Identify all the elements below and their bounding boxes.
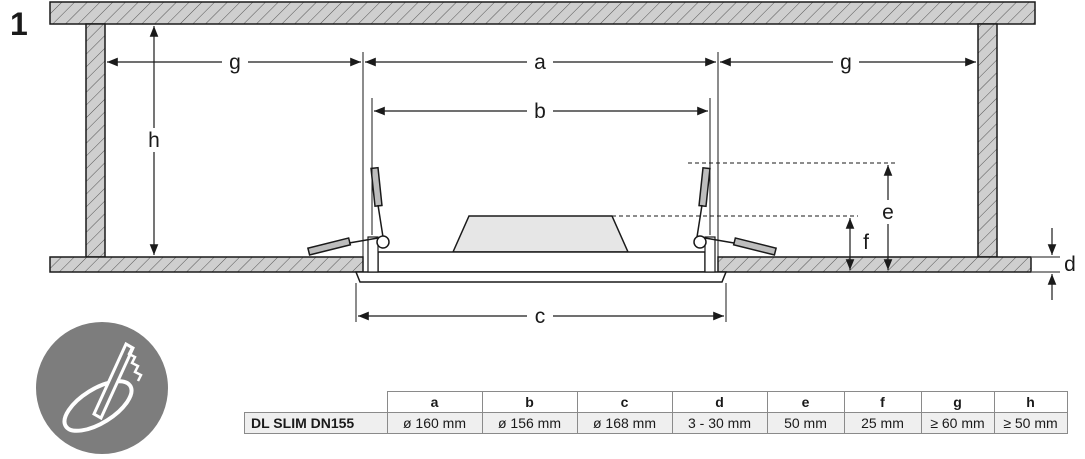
spec-header-f: f	[843, 391, 922, 413]
left-bracket	[367, 236, 379, 273]
ceiling-cutout-saw-icon	[36, 322, 168, 454]
spec-value-c: ø 168 mm	[576, 412, 673, 434]
spec-value-d: 3 - 30 mm	[671, 412, 768, 434]
dim-label-g-left: g	[229, 51, 241, 74]
spec-value-f: 25 mm	[843, 412, 922, 434]
dim-label-h: h	[148, 129, 160, 152]
spec-value-h: ≥ 50 mm	[993, 412, 1068, 434]
spec-header-b: b	[481, 391, 578, 413]
spec-header-a: a	[386, 391, 483, 413]
ceiling-board-right	[717, 256, 1032, 273]
driver-housing	[451, 215, 630, 253]
spec-value-b: ø 156 mm	[481, 412, 578, 434]
table-row: DL SLIM DN155 ø 160 mm ø 156 mm ø 168 mm…	[244, 412, 1068, 434]
dim-label-e: e	[882, 201, 894, 224]
left-wall	[85, 23, 106, 258]
dim-label-c: c	[535, 305, 546, 328]
figure-number: 1	[10, 6, 28, 42]
luminaire-body	[377, 251, 706, 273]
spec-header-h: h	[993, 391, 1068, 413]
spec-header-d: d	[671, 391, 768, 413]
spec-value-a: ø 160 mm	[386, 412, 483, 434]
right-wall	[977, 23, 998, 258]
spec-value-e: 50 mm	[766, 412, 845, 434]
left-spring-clip	[306, 166, 390, 256]
right-spring-clip	[693, 166, 778, 256]
spec-header-c: c	[576, 391, 673, 413]
dim-label-f: f	[863, 231, 869, 254]
spec-header-g: g	[920, 391, 995, 413]
installation-diagram: g a g b h e f d c	[49, 1, 1076, 328]
spec-model-name: DL SLIM DN155	[244, 412, 388, 434]
spec-table-corner	[244, 391, 388, 413]
dim-label-d: d	[1064, 253, 1076, 276]
dim-label-b: b	[534, 100, 546, 123]
ceiling-board-left	[49, 256, 364, 273]
dim-label-g-right: g	[840, 51, 852, 74]
luminaire-flange	[354, 271, 728, 283]
spec-table: a b c d e f g h DL SLIM DN155 ø 160 mm ø…	[244, 391, 1068, 434]
spec-value-g: ≥ 60 mm	[920, 412, 995, 434]
ceiling-slab	[49, 1, 1036, 25]
right-bracket	[704, 236, 716, 273]
spec-header-e: e	[766, 391, 845, 413]
dim-label-a: a	[534, 51, 546, 74]
spec-table-header-row: a b c d e f g h	[244, 391, 1068, 413]
